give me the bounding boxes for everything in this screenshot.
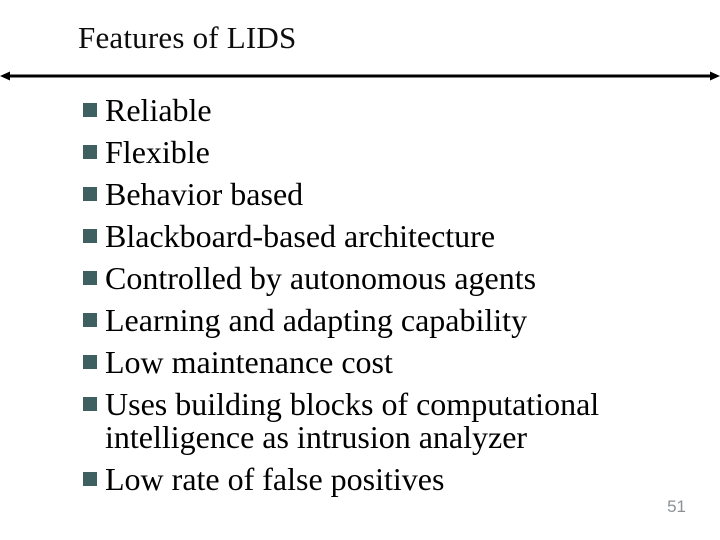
list-item: Reliable bbox=[83, 94, 707, 127]
list-item: Learning and adapting capability bbox=[83, 304, 707, 337]
bullet-square-icon bbox=[83, 187, 97, 201]
bullet-square-icon bbox=[83, 313, 97, 327]
list-item: Flexible bbox=[83, 136, 707, 169]
bullet-square-icon bbox=[83, 271, 97, 285]
list-item: Blackboard-based architecture bbox=[83, 220, 707, 253]
bullet-text: Uses building blocks of computational in… bbox=[105, 386, 600, 455]
bullet-text: Learning and adapting capability bbox=[105, 302, 528, 338]
bullet-text: Flexible bbox=[105, 134, 210, 170]
bullet-text: Blackboard-based architecture bbox=[105, 218, 496, 254]
bullet-square-icon bbox=[83, 103, 97, 117]
bullet-text: Behavior based bbox=[105, 176, 304, 212]
bullet-square-icon bbox=[83, 397, 97, 411]
bullet-square-icon bbox=[83, 355, 97, 369]
divider-arrow-line bbox=[0, 71, 720, 81]
list-item: Uses building blocks of computational in… bbox=[83, 388, 707, 454]
bullet-square-icon bbox=[83, 472, 97, 486]
bullet-text: Low rate of false positives bbox=[105, 461, 445, 497]
bullet-text: Low maintenance cost bbox=[105, 344, 393, 380]
list-item: Low maintenance cost bbox=[83, 346, 707, 379]
right-arrowhead-icon bbox=[710, 71, 720, 81]
bullet-square-icon bbox=[83, 229, 97, 243]
bullet-square-icon bbox=[83, 145, 97, 159]
page-number: 51 bbox=[667, 497, 686, 516]
list-item: Low rate of false positives bbox=[83, 463, 707, 496]
list-item: Behavior based bbox=[83, 178, 707, 211]
bullet-text: Reliable bbox=[105, 92, 212, 128]
bullet-text: Controlled by autonomous agents bbox=[105, 260, 537, 296]
slide-title: Features of LIDS bbox=[78, 20, 297, 55]
bullet-list: Reliable Flexible Behavior based Blackbo… bbox=[83, 94, 707, 505]
list-item: Controlled by autonomous agents bbox=[83, 262, 707, 295]
left-arrowhead-icon bbox=[0, 71, 10, 81]
